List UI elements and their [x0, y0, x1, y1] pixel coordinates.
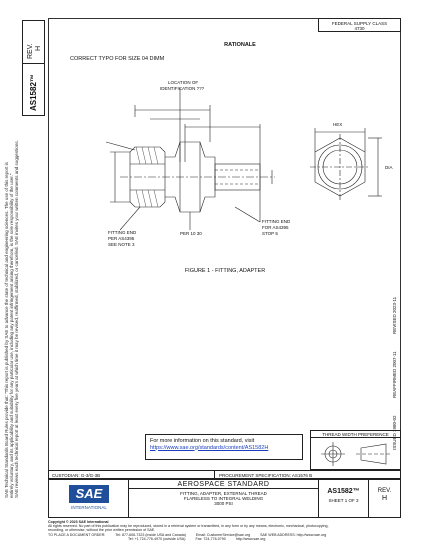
callout-fitting-end-2: PER AS4395: [108, 236, 135, 241]
standard-link[interactable]: https://www.sae.org/standards/content/AS…: [150, 444, 269, 451]
title-cell: AEROSPACE STANDARD FITTING, ADAPTER, EXT…: [129, 480, 319, 517]
figure-caption: FIGURE 1 - FITTING, ADAPTER: [184, 268, 266, 274]
footer-tel: Tel: 877-606-7323 (inside USA and Canada…: [115, 532, 186, 537]
callout-fitting-end-4: FOR AS4395: [262, 225, 289, 230]
callout-per: PER 10 30: [180, 231, 202, 236]
sheet-number: SHEET 1 OF 3: [328, 498, 359, 503]
footer-rights: All rights reserved. No part of this pub…: [48, 524, 329, 529]
info-box: For more information on this standard, v…: [145, 434, 303, 460]
custodian: CUSTODIAN: G-3/G-3B: [52, 473, 101, 478]
footer: Copyright © 2023 SAE International All r…: [48, 520, 401, 541]
rev-cell: REV. H: [369, 480, 400, 517]
disclaimer-line-3: SAE reviews each technical report at lea…: [14, 140, 19, 498]
custodian-row: CUSTODIAN: G-3/G-3B PROCUREMENT SPECIFIC…: [48, 470, 401, 479]
rationale-text: CORRECT TYPO FOR SIZE 04 DIMM: [70, 56, 165, 62]
supply-class-label: FEDERAL SUPPLY CLASS: [331, 21, 388, 26]
rev-value: H: [381, 495, 388, 502]
footer-copyright: Copyright © 2023 SAE International: [48, 520, 109, 524]
callout-fitting-end-1: FITTING END: [108, 230, 137, 235]
callout-dia: DIA: [385, 165, 393, 170]
side-rev-value: H: [35, 45, 42, 51]
side-doc-box: REV. H AS1582™: [22, 20, 45, 116]
callout-fitting-end-3: FITTING END: [262, 219, 291, 224]
logo-cell: SAE INTERNATIONAL: [49, 480, 129, 517]
thread-preference-title: THREAD WIDTH PREFERENCE: [311, 431, 400, 438]
info-box-text: For more information on this standard, v…: [150, 438, 255, 444]
footer-rights-2: recording, or otherwise, without the pri…: [48, 528, 156, 533]
footer-feedback[interactable]: SAE WEB ADDRESS: http://www.sae.org: [260, 532, 327, 537]
callout-hex: HEX: [333, 122, 342, 127]
sae-logo-sub: INTERNATIONAL: [71, 505, 107, 510]
title-line-3: 3000 PSI: [214, 501, 233, 506]
doc-number: AS1582™: [327, 488, 360, 495]
revised-date: REVISED 2023-11: [392, 296, 397, 334]
footer-order: TO PLACE A DOCUMENT ORDER:: [48, 532, 106, 537]
title-line-1: FITTING, ADAPTER, EXTERNAL THREAD: [180, 491, 267, 496]
side-doc-number: AS1582™: [29, 74, 38, 111]
title-block: SAE INTERNATIONAL AEROSPACE STANDARD FIT…: [48, 479, 401, 518]
rev-label: REV.: [377, 488, 392, 494]
supply-class-box: FEDERAL SUPPLY CLASS 4730: [318, 18, 401, 32]
aerospace-standard: AEROSPACE STANDARD: [129, 480, 318, 489]
callout-id-2: IDENTIFICATION ???: [160, 86, 205, 91]
thread-preference-box: THREAD WIDTH PREFERENCE: [310, 430, 401, 470]
callout-see-note: SEE NOTE 3: [108, 242, 135, 247]
footer-email[interactable]: Email: CustomerService@sae.org: [195, 532, 251, 537]
fitting-drawing: LOCATION OF IDENTIFICATION ??? FITTING E…: [105, 80, 393, 247]
rationale-title: RATIONALE: [224, 42, 256, 48]
callout-id-1: LOCATION OF: [168, 80, 198, 85]
sae-logo: SAE: [69, 485, 109, 503]
supply-class-value: 4730: [354, 26, 365, 31]
thread-symbol: [321, 442, 391, 466]
footer-web[interactable]: http://www.sae.org: [235, 536, 266, 541]
procurement-spec: PROCUREMENT SPECIFICATION: AS1576 B: [219, 473, 313, 478]
footer-fax: Fax: 724-776-0790: [195, 536, 226, 541]
title-line-2: FLARELESS TO INTEGRAL WELDING: [183, 496, 264, 501]
doc-number-cell: AS1582™ SHEET 1 OF 3: [319, 480, 369, 517]
footer-tel-2: Tel: +1 724-776-4970 (outside USA): [128, 536, 186, 541]
callout-stop: STOP 5: [262, 231, 278, 236]
side-rev-label: REV.: [27, 43, 34, 59]
